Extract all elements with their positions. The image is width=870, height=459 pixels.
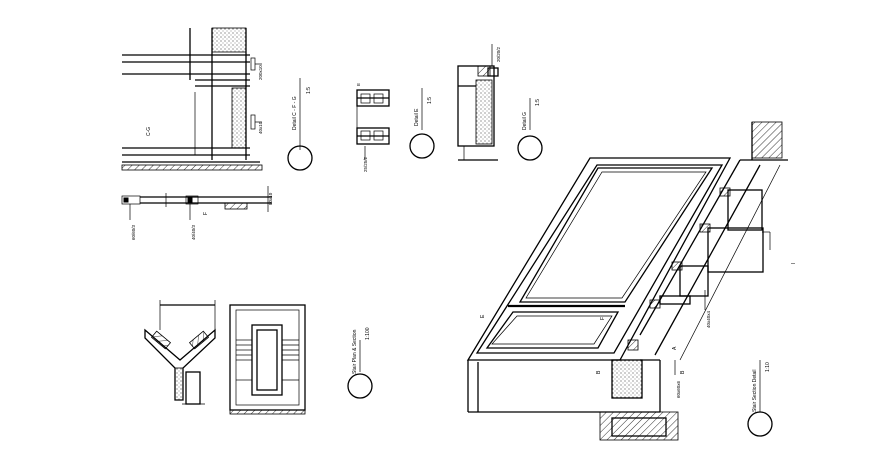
detail-c-f-g-scale: 1:5 xyxy=(306,87,312,94)
dim-f-label: F xyxy=(600,317,606,320)
detail-marker-g xyxy=(517,135,543,161)
tag-60-60-3: 60/60/3 xyxy=(131,224,136,240)
plan-section-scale: 1:100 xyxy=(365,327,371,340)
detail-marker-c-f-g xyxy=(287,145,313,171)
stair-section-detail: E F A B B I 40x40x4 60x60x6 Stair Sectio… xyxy=(466,121,797,441)
stair-treads xyxy=(236,339,299,381)
detail-g-concrete xyxy=(475,79,493,145)
stair-frame-outer xyxy=(466,157,732,361)
dim-f: F xyxy=(203,212,209,215)
tag-40-40-3: 40/40/3 xyxy=(191,224,196,240)
dim-b-label: B xyxy=(596,370,602,374)
ground-hatch xyxy=(121,164,263,171)
detail-c-f-g: 200x10 40x10 C-G 80x10 F 60/60/3 40/40/3… xyxy=(121,27,313,240)
concrete-infill xyxy=(231,87,247,149)
panel-upper xyxy=(518,167,714,303)
stair-steps xyxy=(611,187,764,399)
dim-a-label: A xyxy=(672,346,678,350)
detail-marker-e xyxy=(409,133,435,159)
tag-80x10: 80x10 xyxy=(268,192,273,205)
foundation-hatch xyxy=(599,411,679,441)
dim-i-label: I xyxy=(791,263,797,264)
wall-section xyxy=(211,27,247,53)
detail-g-title: Detail G xyxy=(522,112,528,130)
dim-c-g: C-G xyxy=(146,127,152,136)
stair-section-title: Stair Section Detail xyxy=(752,369,758,412)
tag-60x60x6: 60x60x6 xyxy=(676,380,681,398)
detail-e: 25/25/2 E Detail E 1:5 xyxy=(356,83,435,172)
tag-20-20-2: 20/20/2 xyxy=(496,46,501,62)
stair-section-scale: 1:10 xyxy=(765,362,771,372)
detail-g-scale: 1:5 xyxy=(535,99,541,106)
stair-plan-outline xyxy=(229,304,306,411)
wall-hatch-top xyxy=(751,121,783,159)
tag-40x10: 40x10 xyxy=(258,121,263,134)
dim-e-label: E xyxy=(480,314,486,318)
tag-25-25-2: 25/25/2 xyxy=(363,156,368,172)
stair-plan-section: Stair Plan & Section 1:100 xyxy=(144,300,373,415)
detail-e-scale: 1:5 xyxy=(427,97,433,104)
dim-b2-label: B xyxy=(680,370,686,374)
detail-e-title: Detail E xyxy=(414,108,420,126)
panel-lower xyxy=(485,311,620,349)
detail-c-f-g-title: Detail C - F - G xyxy=(292,96,298,130)
tag-e-top: E xyxy=(356,83,361,86)
tag-40x40x4: 40x40x4 xyxy=(706,310,711,328)
detail-marker-plan xyxy=(347,373,373,399)
detail-g: 20/20/2 Detail G 1:5 xyxy=(457,44,543,161)
tag-200x10: 200x10 xyxy=(258,65,263,80)
plan-section-title: Stair Plan & Section xyxy=(352,329,358,374)
detail-marker-stair-section xyxy=(747,411,773,437)
